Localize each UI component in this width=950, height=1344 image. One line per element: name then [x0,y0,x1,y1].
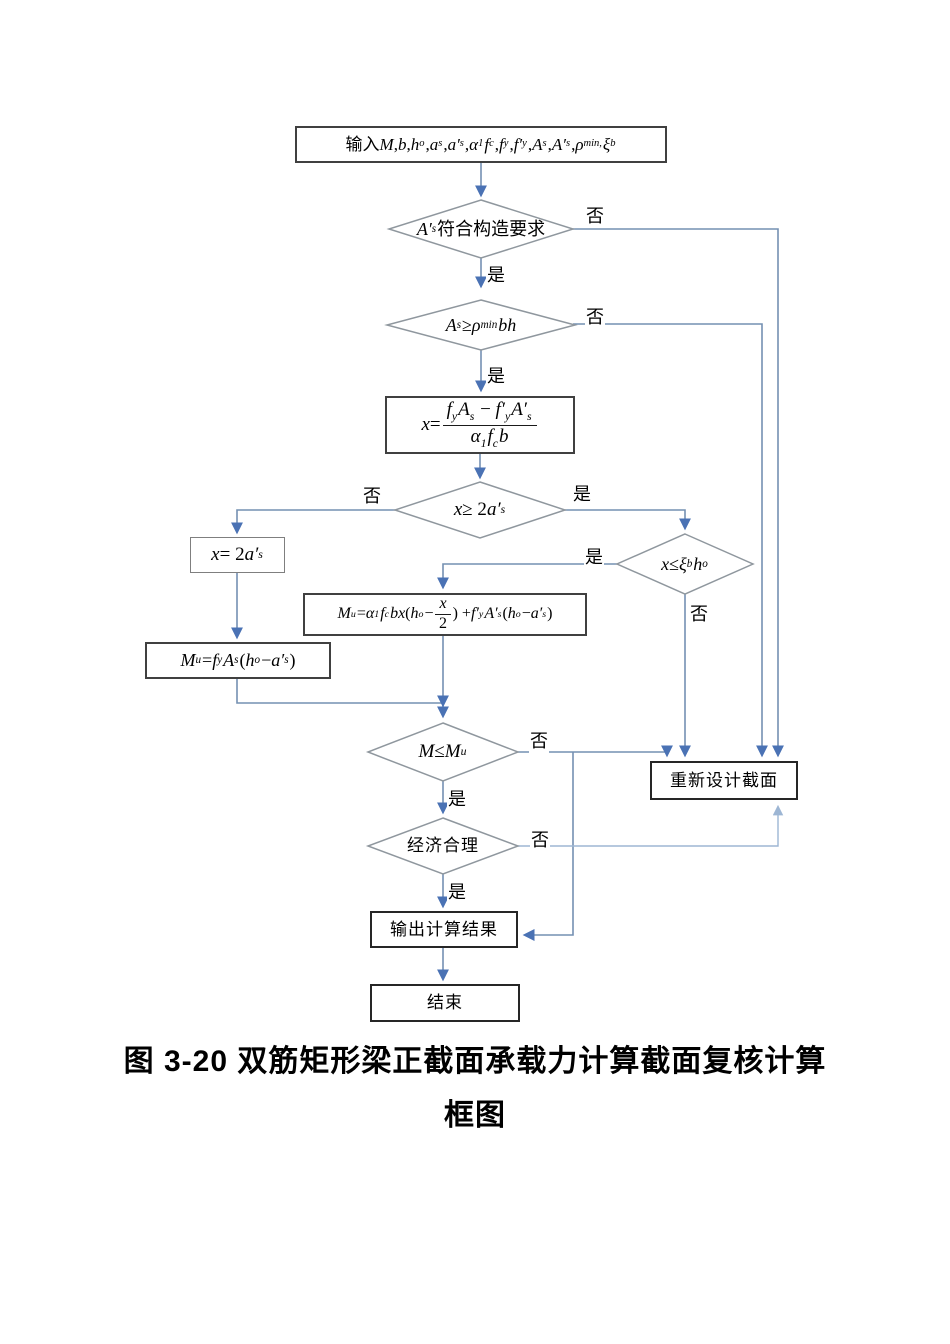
diamond-check-m-mu [365,722,521,782]
label-yes-economy: 是 [447,878,467,904]
edge-check5-no-branch-to-output [522,752,574,941]
edge-check4-yes-to-mufull [437,563,617,590]
figure-caption-line2: 框图 [444,1099,506,1132]
label-yes-check1: 是 [486,261,506,287]
diamond-check-x-xib [615,533,755,595]
label-yes-check4: 是 [584,543,604,569]
end-box: 结束 [370,984,520,1022]
diamond-check-constructional [386,199,576,259]
label-no-check4: 否 [689,600,709,626]
edge-check2-no-to-redesign [573,323,768,758]
label-no-economy: 否 [530,826,550,852]
diamond-check-min-ratio [384,299,578,351]
edge-check3-no-to-setx [231,509,395,535]
edge-check3-yes-to-check4 [565,509,691,531]
diamond-check-economy [365,817,521,875]
label-yes-check2: 是 [486,362,506,388]
label-no-check1: 否 [585,202,605,228]
figure-caption-line1: 图 3-20 双筋矩形梁正截面承载力计算截面复核计算 [123,1045,827,1078]
check-economy-label: 经济合理 [407,836,479,856]
edge-musimple-to-check5 [236,679,449,719]
edge-check5-no-to-redesign [518,745,673,758]
label-yes-check3: 是 [572,480,592,506]
check-constructional-label: A′s 符合构造要求 [416,218,546,239]
edge-check1-no-to-redesign [573,228,784,758]
edge-economy-no-to-redesign [518,804,784,847]
label-yes-check5: 是 [447,785,467,811]
redesign-section-box: 重新设计截面 [650,761,798,800]
label-no-check5: 否 [529,727,549,753]
diamond-check-x-2as [392,481,568,539]
output-results-box: 输出计算结果 [370,911,518,948]
label-no-check2: 否 [585,303,605,329]
label-no-check3: 否 [362,482,382,508]
